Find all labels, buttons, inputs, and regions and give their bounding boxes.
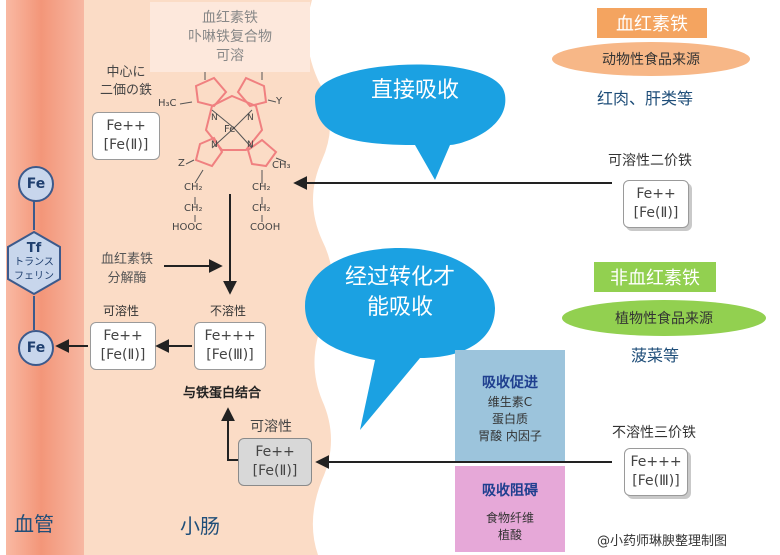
heme-iron-tag: 血红素铁 [597, 8, 707, 38]
bubble-convert [305, 248, 495, 430]
heme-n-label: N [247, 140, 254, 150]
inhibit-title: 吸收阻碍 [482, 483, 538, 499]
insoluble-label: 不溶性 [210, 304, 247, 318]
transferrin-text: Tf トランス フェリン [4, 232, 64, 294]
fe-box-line2: [Fe(Ⅱ)] [252, 463, 298, 479]
heme-ch2-label: CH₂ [252, 182, 271, 193]
heme-structure [194, 76, 278, 168]
inhibit-item-1: 食物纤维 [485, 511, 534, 525]
small-intestine-label: 小肠 [180, 514, 220, 538]
blood-fe-bottom-circle: Fe [18, 330, 54, 366]
bubble-direct-text: 直接吸收 [370, 78, 459, 103]
converted-fe2-box: Fe++ [Fe(Ⅱ)] [238, 438, 312, 486]
heme-n-label: N [247, 113, 254, 123]
heme-ch2-label: CH₂ [252, 203, 271, 214]
promote-item-2: 蛋白质 [491, 412, 528, 426]
heme-label-line1: 血红素铁 [202, 9, 258, 26]
heme-ch2-label: CH₂ [184, 203, 203, 214]
promote-title: 吸收促进 [482, 375, 538, 391]
fe-box-line2: [Fe(Ⅱ)] [103, 137, 149, 153]
heme-enzyme-label: 血红素铁 分解酶 [92, 250, 162, 288]
tf-label: Tf [26, 241, 42, 256]
heme-y-label: Y [276, 96, 283, 107]
soluble-label: 可溶性 [103, 304, 140, 318]
bubble-convert-line1: 经过转化才 [344, 265, 455, 290]
ferritin-binding-label: 与铁蛋白结合 [183, 386, 262, 401]
soluble-label-2: 可溶性 [250, 419, 292, 435]
promote-item-1: 维生素C [487, 395, 533, 409]
fe-box-line1: Fe+++ [204, 328, 256, 344]
fe-box-line2: [Fe(Ⅱ)] [100, 347, 146, 363]
absorption-promote-box: 吸收促进 维生素C 蛋白质 胃酸 内因子 [455, 350, 565, 462]
enzyme-line2: 分解酶 [107, 271, 147, 286]
heme-examples: 红肉、肝类等 [596, 89, 693, 108]
heme-fe-label: Fe [224, 124, 236, 135]
bubble-convert-text: 经过转化才 能吸收 [320, 258, 480, 328]
vessel-connector-top [33, 200, 35, 230]
center-label-line1: 中心に [106, 65, 146, 80]
fe-box-line2: [Fe(Ⅲ)] [206, 347, 254, 363]
inhibit-item-2: 植酸 [497, 528, 522, 542]
fe-box-line1: Fe++ [106, 118, 146, 134]
heme-iron-label: 血红素铁 卟啉铁复合物 可溶 [150, 2, 310, 72]
soluble-fe2-box: Fe++ [Fe(Ⅱ)] [90, 322, 156, 370]
animal-source-ellipse: 动物性食品来源 [552, 42, 750, 76]
soluble-ferrous-label: 可溶性二价铁 [608, 153, 692, 169]
transferrin-line1: トランス [14, 257, 54, 268]
fe-box-line2: [Fe(Ⅲ)] [632, 473, 680, 489]
heme-z-label: Z [178, 158, 185, 169]
center-label-line2: 二価の鉄 [99, 83, 152, 98]
blood-vessel-label: 血管 [14, 512, 54, 536]
heme-ch3-label: CH₃ [272, 160, 291, 171]
fe-box-line1: Fe++ [255, 444, 295, 460]
ferric-input-box: Fe+++ [Fe(Ⅲ)] [624, 448, 688, 496]
heme-fe2-box: Fe++ [Fe(Ⅱ)] [92, 112, 160, 160]
fe-box-line1: Fe++ [103, 328, 143, 344]
credit-label: @小药师琳腴整理制图 [597, 534, 728, 549]
blood-fe-top-circle: Fe [18, 166, 54, 202]
heme-n-label: N [211, 113, 218, 123]
plant-source-ellipse: 植物性食品来源 [562, 300, 766, 336]
transferrin-line2: フェリン [14, 271, 54, 282]
heme-ch2-label: CH₂ [184, 182, 203, 193]
nonheme-iron-tag: 非血红素铁 [594, 262, 716, 292]
enzyme-line1: 血红素铁 [100, 252, 153, 267]
heme-label-line2: 卟啉铁复合物 [188, 28, 272, 45]
heme-label-line3: 可溶 [216, 47, 244, 64]
absorption-inhibit-box: 吸收阻碍 食物纤维 植酸 [455, 466, 565, 552]
fe-box-line2: [Fe(Ⅱ)] [633, 205, 679, 221]
heme-cooh-label: COOH [250, 222, 281, 233]
fe-box-line1: Fe++ [636, 186, 676, 202]
insoluble-fe3-box: Fe+++ [Fe(Ⅲ)] [194, 322, 266, 370]
insoluble-ferric-label: 不溶性三价铁 [612, 425, 696, 441]
heme-n-label: N [211, 140, 218, 150]
transferrin-hexagon [7, 230, 61, 296]
vessel-connector-bottom [33, 296, 35, 330]
bubble-convert-line2: 能吸收 [366, 295, 433, 320]
bubble-direct [315, 64, 506, 180]
promote-item-3: 胃酸 内因子 [478, 429, 542, 443]
fe-box-line1: Fe+++ [630, 454, 682, 470]
heme-hooc-label: HOOC [172, 222, 203, 233]
heme-h3c-label: H₃C [158, 98, 177, 109]
ferrous-input-box: Fe++ [Fe(Ⅱ)] [623, 180, 689, 228]
nonheme-examples: 菠菜等 [630, 346, 679, 365]
center-ferrous-label: 中心に 二価の鉄 [92, 64, 160, 100]
